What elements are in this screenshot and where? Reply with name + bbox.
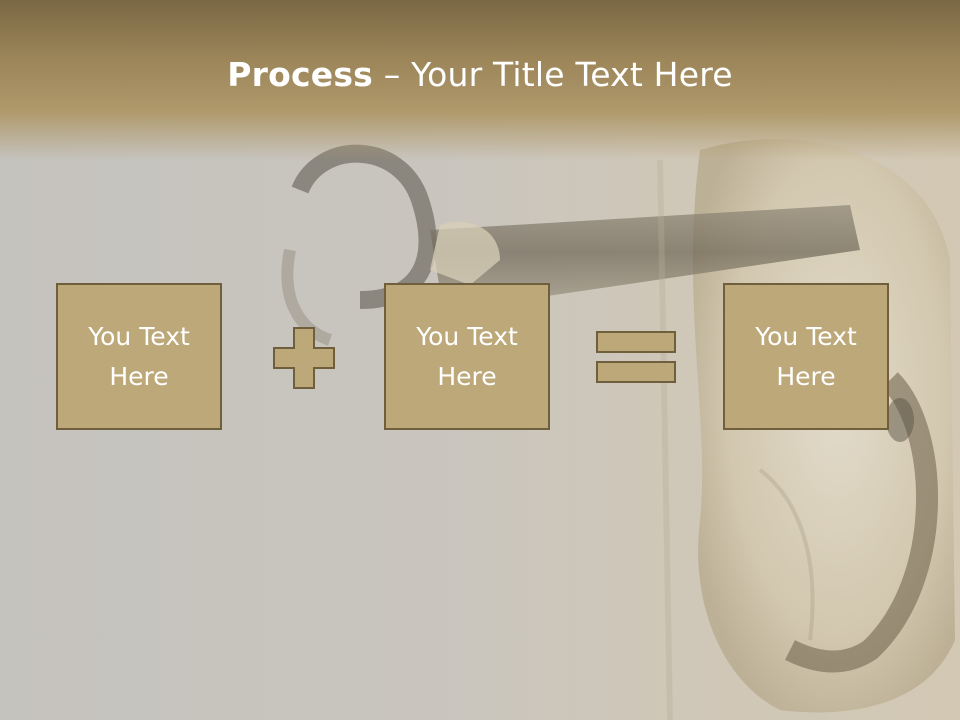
process-box-1[interactable]: You Text Here (56, 283, 222, 430)
process-box-3-label: You Text Here (755, 321, 857, 391)
process-box-1-label: You Text Here (88, 321, 190, 391)
title-band (0, 0, 960, 160)
process-box-2-label: You Text Here (416, 321, 518, 391)
title-rest: – Your Title Text Here (373, 55, 733, 94)
slide-title: Process – Your Title Text Here (0, 52, 960, 98)
plus-icon (273, 327, 335, 389)
process-box-2[interactable]: You Text Here (384, 283, 550, 430)
process-box-3[interactable]: You Text Here (723, 283, 889, 430)
title-bold: Process (227, 55, 374, 94)
equals-icon (596, 331, 676, 383)
